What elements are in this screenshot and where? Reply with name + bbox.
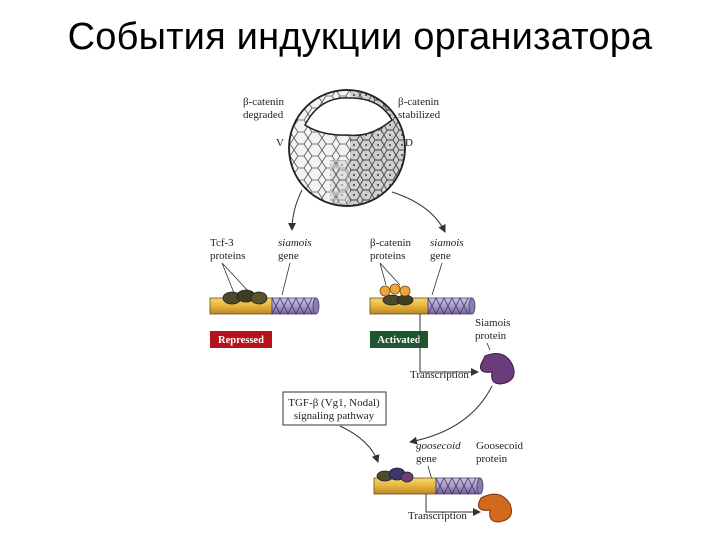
arrow-tgf-to-goosecoid [339,425,380,463]
goosecoid-activator-complex [376,467,414,483]
goosecoid-transcription-label: Transcription [408,510,467,522]
goosecoid-gene-label-2: gene [416,453,437,465]
arrow-embryo-to-left [288,189,303,231]
beta-catenin-complex [379,283,414,306]
left-protein-label-2: proteins [210,250,245,262]
right-dna [369,297,476,315]
siamois-protein-shape [480,353,515,385]
repressed-badge-text: Repressed [218,335,264,346]
activated-badge-text: Activated [377,335,420,346]
right-gene-label-2: gene [430,250,451,262]
right-protein-label-1: β-catenin [370,237,412,249]
arrow-embryo-to-right [391,191,446,233]
transcription-arrow-siamois [419,314,479,376]
right-gene-label-1: siamois [430,237,464,249]
transcription-arrow-goosecoid [425,494,481,516]
siamois-transcription-label: Transcription [410,369,469,381]
embryo-label-right-1: β-catenin [398,96,440,108]
right-pointer-lines [379,262,443,296]
goosecoid-gene-label-1: goosecoid [416,440,461,452]
bottom-dna [373,477,484,495]
goosecoid-protein-shape [478,493,512,523]
left-pointer-lines [221,262,291,296]
left-protein-label-1: Tcf-3 [210,237,234,249]
arrow-siamois-to-goosecoid [409,385,493,445]
left-gene-label-1: siamois [278,237,312,249]
blastocoel [304,97,393,137]
pole-ventral: V [276,137,284,149]
embryo-label-right-2: stabilized [398,109,441,121]
left-gene-label-2: gene [278,250,299,262]
tgf-beta-label-2: signaling pathway [294,410,375,422]
embryo-label-left-1: β-catenin [243,96,285,108]
activated-badge [370,331,428,348]
siamois-protein-label-2: protein [475,330,507,342]
embryo [288,89,406,207]
embryo-label-left-2: degraded [243,109,284,121]
repressed-badge [210,331,272,348]
siamois-pointer [486,342,491,351]
tcf3-protein-complex [222,289,268,305]
slide-title: События индукции организатора [67,16,653,58]
tgf-beta-box [282,391,387,426]
goosecoid-protein-label-2: protein [476,453,508,465]
right-protein-label-2: proteins [370,250,405,262]
goosecoid-protein-label-1: Goosecoid [476,440,524,452]
tgf-beta-label-1: TGF-β (Vg1, Nodal) [288,397,380,409]
pole-dorsal: D [405,137,413,149]
siamois-protein-label-1: Siamois [475,317,510,329]
